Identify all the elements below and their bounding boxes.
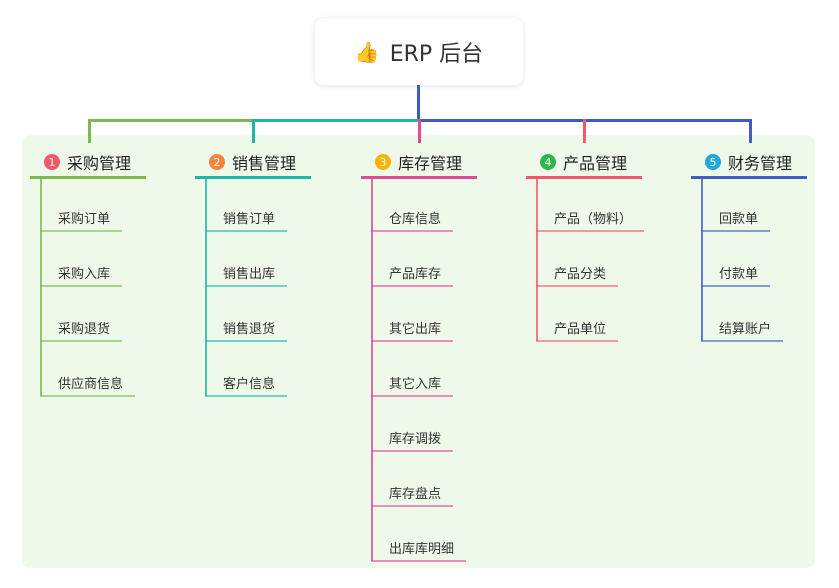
thumbs-up-icon: 👍 (354, 39, 380, 64)
branch-title: 采购管理 (67, 154, 132, 173)
item-underline (40, 285, 122, 287)
branch-connector (749, 119, 752, 143)
leaf-item[interactable]: 其它入库 (389, 377, 442, 392)
item-underline (205, 230, 287, 232)
root-connector (417, 85, 420, 121)
leaf-item[interactable]: 库存盘点 (389, 487, 442, 502)
item-underline (701, 230, 770, 232)
branch-title: 库存管理 (398, 154, 463, 173)
item-underline (205, 340, 287, 342)
number-badge: 4 (540, 154, 556, 170)
item-underline (371, 340, 453, 342)
number-badge: 5 (705, 154, 721, 170)
item-underline (536, 285, 618, 287)
item-underline (536, 340, 618, 342)
leaf-item[interactable]: 付款单 (719, 267, 759, 282)
branch-stem (371, 178, 373, 561)
branch-underline (361, 176, 477, 179)
leaf-item[interactable]: 结算账户 (719, 322, 772, 337)
item-underline (371, 285, 453, 287)
content-panel (22, 135, 815, 568)
branch-connector (88, 119, 91, 143)
leaf-item[interactable]: 供应商信息 (58, 377, 124, 392)
branch-connector (418, 119, 421, 143)
leaf-item[interactable]: 产品分类 (554, 267, 607, 282)
leaf-item[interactable]: 产品单位 (554, 322, 607, 337)
leaf-item[interactable]: 采购订单 (58, 212, 111, 227)
item-underline (371, 230, 453, 232)
bar-segment (252, 119, 418, 122)
leaf-item[interactable]: 销售退货 (223, 322, 276, 337)
leaf-item[interactable]: 销售订单 (223, 212, 276, 227)
branch-underline (195, 176, 311, 179)
branch-4[interactable]: 4 产品管理 (540, 150, 627, 174)
branch-3[interactable]: 3 库存管理 (375, 150, 462, 174)
item-underline (371, 505, 453, 507)
leaf-item[interactable]: 回款单 (719, 212, 759, 227)
item-underline (536, 230, 644, 232)
item-underline (701, 285, 770, 287)
item-underline (40, 395, 135, 397)
leaf-item[interactable]: 客户信息 (223, 377, 276, 392)
item-underline (371, 560, 466, 562)
branch-title: 财务管理 (728, 154, 793, 173)
branch-title: 产品管理 (563, 154, 628, 173)
leaf-item[interactable]: 库存调拨 (389, 432, 442, 447)
branch-2[interactable]: 2 销售管理 (209, 150, 296, 174)
leaf-item[interactable]: 产品库存 (389, 267, 442, 282)
branch-underline (30, 176, 146, 179)
branch-stem (205, 178, 207, 396)
item-underline (701, 340, 783, 342)
leaf-item[interactable]: 仓库信息 (389, 212, 442, 227)
item-underline (40, 230, 122, 232)
branch-1[interactable]: 1 采购管理 (44, 150, 131, 174)
bar-segment (88, 119, 254, 122)
number-badge: 3 (375, 154, 391, 170)
branch-connector (252, 119, 255, 143)
leaf-item[interactable]: 销售出库 (223, 267, 276, 282)
branch-connector (583, 119, 586, 143)
number-badge: 2 (209, 154, 225, 170)
leaf-item[interactable]: 产品（物料） (554, 212, 633, 227)
branch-stem (40, 178, 42, 396)
item-underline (371, 450, 453, 452)
item-underline (205, 285, 287, 287)
leaf-item[interactable]: 出库库明细 (389, 542, 455, 557)
item-underline (205, 395, 287, 397)
branch-5[interactable]: 5 财务管理 (705, 150, 792, 174)
item-underline (371, 395, 453, 397)
branch-underline (691, 176, 807, 179)
branch-stem (536, 178, 538, 341)
root-title: ERP 后台 (389, 41, 484, 67)
leaf-item[interactable]: 其它出库 (389, 322, 442, 337)
root-node[interactable]: 👍 ERP 后台 (315, 18, 523, 85)
number-badge: 1 (44, 154, 60, 170)
leaf-item[interactable]: 采购入库 (58, 267, 111, 282)
branch-underline (526, 176, 642, 179)
branch-title: 销售管理 (232, 154, 297, 173)
leaf-item[interactable]: 采购退货 (58, 322, 111, 337)
item-underline (40, 340, 122, 342)
branch-stem (701, 178, 703, 341)
